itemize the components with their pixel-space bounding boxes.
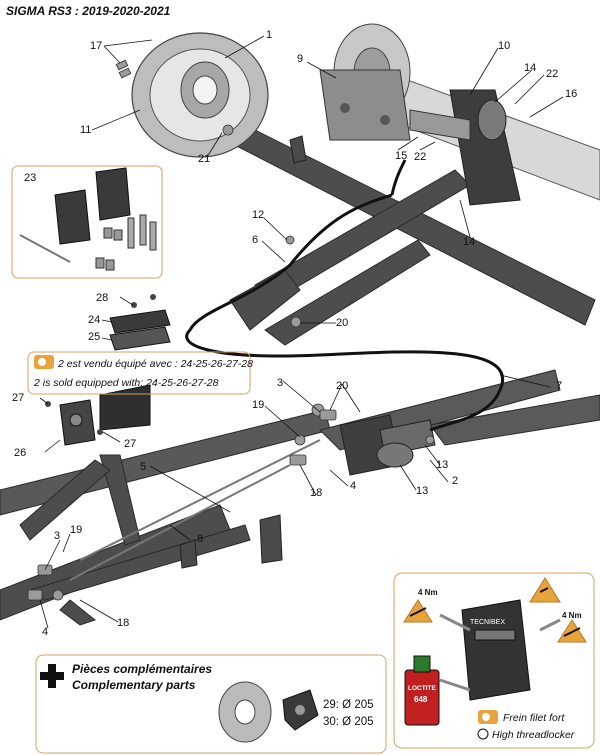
callout-21: 21 [198, 153, 211, 165]
callout-5: 5 [140, 461, 147, 473]
optional-hub [282, 689, 319, 731]
axle-carrier [409, 89, 521, 206]
pad-kit [19, 167, 157, 271]
callout-26: 26 [14, 447, 27, 459]
callout-1: 1 [266, 29, 273, 41]
page-title: SIGMA RS3 : 2019-2020-2021 [6, 4, 171, 18]
leader-lines [39, 35, 564, 629]
rod-5 [79, 439, 321, 561]
equipped-note-en: 2 is sold equipped with: 24-25-26-27-28 [34, 377, 219, 389]
torque-label-right: 4 Nm [562, 611, 582, 620]
callout-27-right: 27 [124, 438, 137, 450]
callout-14-bottom: 14 [463, 236, 476, 248]
torque-label-left: 4 Nm [418, 588, 438, 597]
pad-parts [45, 294, 171, 446]
warning-icon [529, 577, 561, 603]
callout-3-bottom: 3 [54, 530, 61, 542]
callout-2: 2 [452, 475, 459, 487]
callout-13-bottom: 13 [416, 485, 429, 497]
callout-28: 28 [96, 292, 109, 304]
caliper-detail [439, 599, 561, 701]
loctite-grade-label: 648 [414, 695, 428, 704]
torque-detail-box [393, 572, 595, 749]
callout-20-top: 20 [336, 317, 349, 329]
complementary-title-en: Complementary parts [72, 678, 196, 692]
callout-22-bottom: 22 [414, 151, 427, 163]
callout-7: 7 [556, 380, 563, 392]
callout-9: 9 [297, 53, 304, 65]
brake-hose-upper [390, 159, 407, 196]
threadlocker-en: High threadlocker [492, 729, 575, 741]
optional-disc [218, 681, 272, 743]
callout-18-top: 18 [310, 487, 323, 499]
frame-brackets [179, 135, 307, 569]
callout-6: 6 [252, 234, 259, 246]
callout-27-left: 27 [12, 392, 25, 404]
note-icon [34, 355, 54, 369]
callout-12: 12 [252, 209, 265, 221]
callout-22-top: 22 [546, 68, 559, 80]
callout-4-bottom: 4 [42, 626, 49, 638]
loctite-brand-label: LOCTITE [408, 685, 436, 692]
callout-11: 11 [80, 124, 92, 136]
callout-19-bottom: 19 [70, 524, 83, 536]
callout-23: 23 [24, 172, 37, 184]
callout-8: 8 [197, 533, 204, 545]
complementary-box [35, 654, 387, 754]
caliper-brand-label: TECNIBEX [470, 619, 505, 626]
rod-8 [69, 464, 291, 581]
pad-kit-box [11, 165, 163, 279]
chassis-frame [0, 124, 600, 626]
callout-16: 16 [565, 88, 578, 100]
callout-14-top: 14 [524, 62, 537, 74]
callout-17: 17 [90, 40, 103, 52]
callout-4-top: 4 [350, 480, 357, 492]
brake-disc [131, 32, 269, 158]
callout-18-bottom: 18 [117, 617, 130, 629]
callout-13-top: 13 [436, 459, 449, 471]
callout-10: 10 [498, 40, 511, 52]
loctite-bottle [404, 655, 440, 726]
caliper-assembly [339, 414, 436, 476]
threadlocker-icon [477, 710, 498, 740]
callout-19-top: 19 [252, 399, 265, 411]
plus-icon [40, 664, 64, 688]
callout-20-mid: 20 [336, 380, 349, 392]
torque-wrench-icon-left [403, 599, 433, 623]
torque-wrench-icon-right [557, 619, 587, 643]
callout-3-top: 3 [277, 377, 284, 389]
callout-15: 15 [395, 150, 408, 162]
equipped-note-fr: 2 est vendu équipé avec : 24-25-26-27-28 [58, 358, 253, 370]
disc-mount [319, 69, 411, 141]
threadlocker-fr: Frein filet fort [503, 712, 565, 724]
callout-24: 24 [88, 314, 101, 326]
callout-25: 25 [88, 331, 101, 343]
item-30-size: 30: Ø 205 [323, 716, 374, 728]
equipped-note-box [27, 351, 251, 395]
item-29-size: 29: Ø 205 [323, 699, 374, 711]
complementary-title-fr: Pièces complémentaires [72, 662, 213, 676]
